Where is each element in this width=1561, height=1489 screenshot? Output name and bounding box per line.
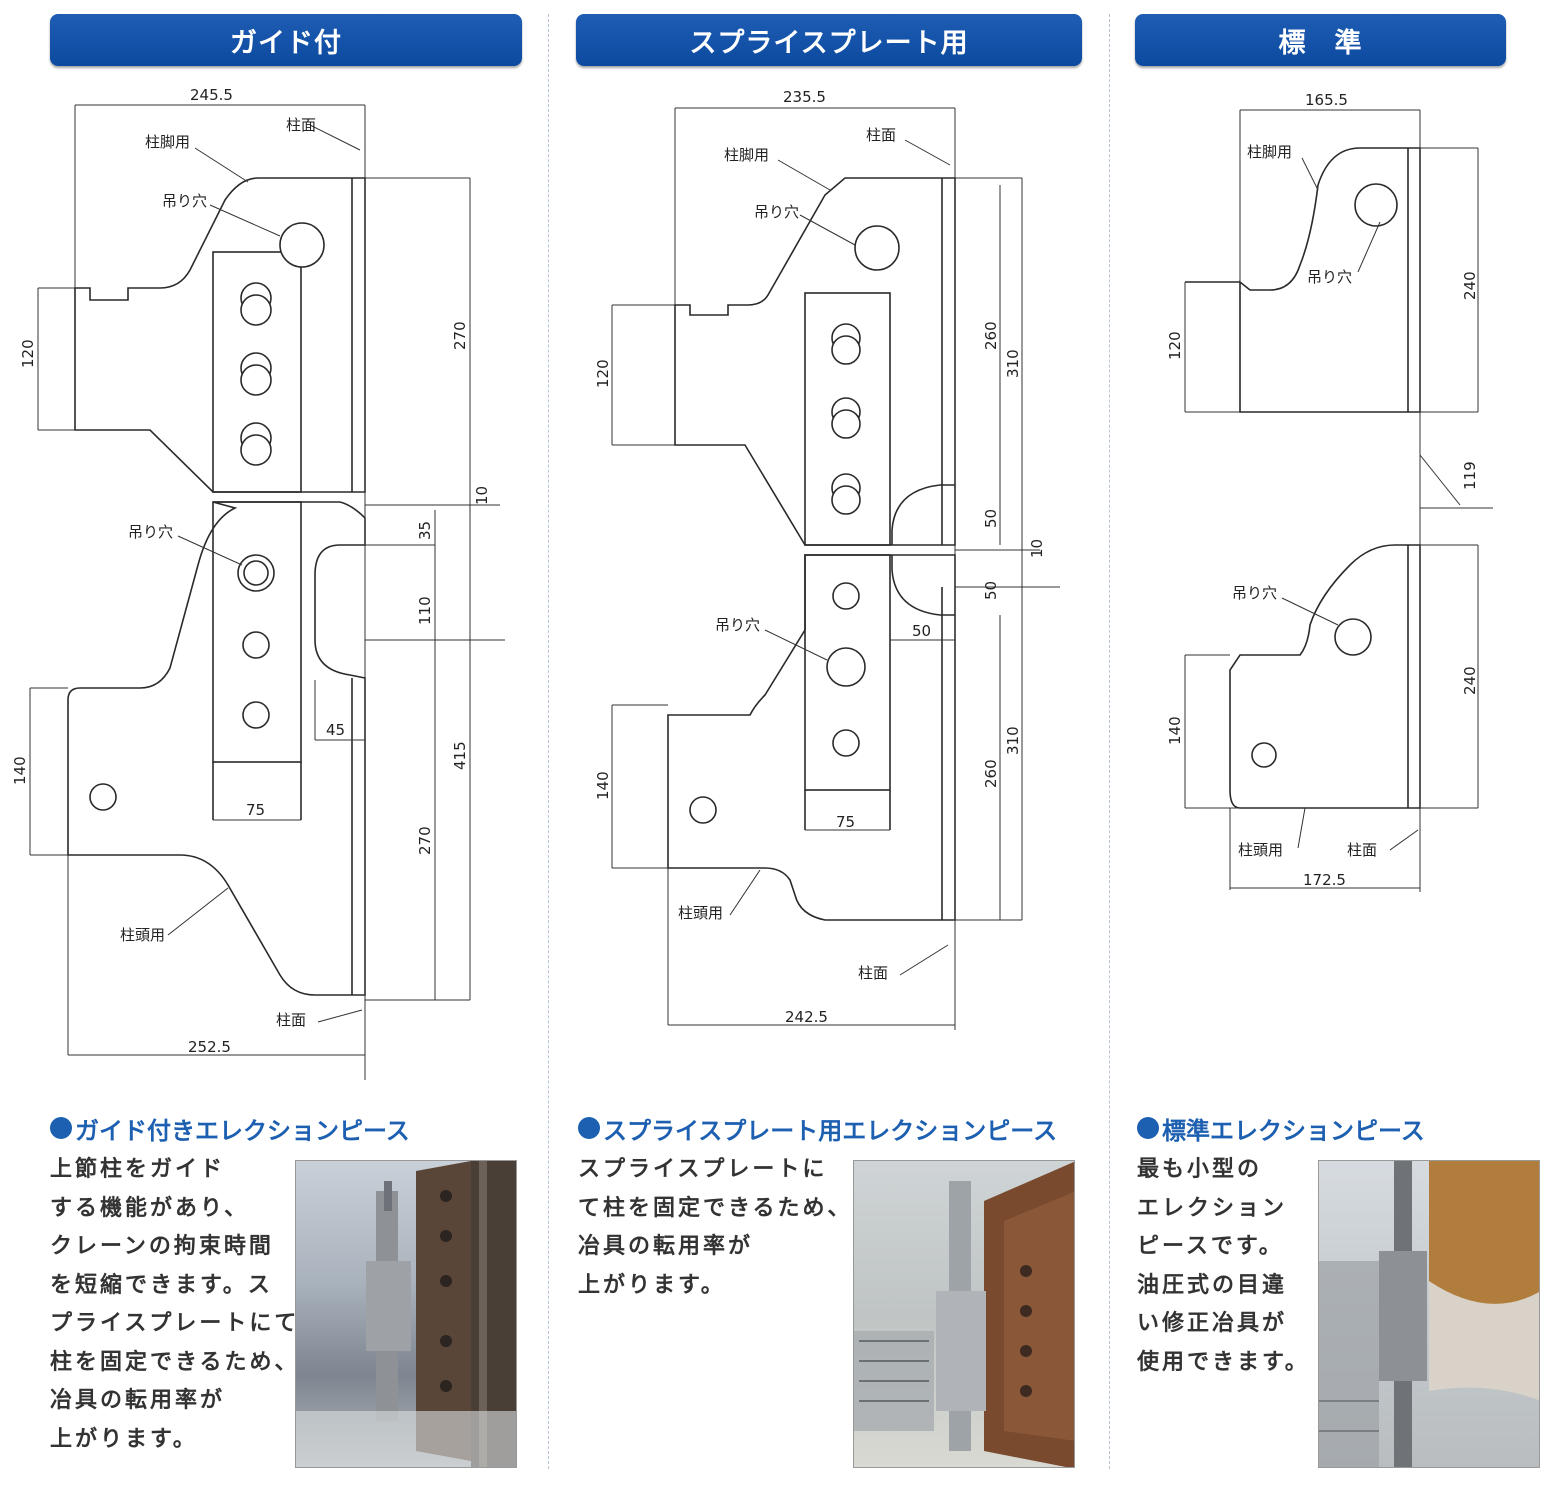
dim-splice-50a: 50 [982, 509, 1000, 528]
label-standard-hole-top: 吊り穴 [1307, 268, 1352, 286]
photo-splice [853, 1160, 1075, 1468]
dim-standard-top: 165.5 [1305, 91, 1348, 109]
label-splice-hole-top: 吊り穴 [754, 203, 799, 221]
section-title-guide-text: ガイド付きエレクションピース [75, 1116, 410, 1145]
dim-standard-140: 140 [1166, 716, 1184, 745]
description-line: プライスプレートにて [50, 1310, 300, 1336]
photo-standard [1318, 1160, 1540, 1468]
header-splice-plate: スプライスプレート用 [576, 14, 1082, 66]
label-splice-head: 柱頭用 [678, 904, 723, 922]
description-line: 柱を固定できるため、 [50, 1348, 300, 1375]
dim-splice-140: 140 [594, 771, 612, 800]
section-title-standard-text: 標準エレクションピース [1162, 1116, 1425, 1145]
section-title-splice: スプライスプレート用エレクションピース [578, 1108, 1057, 1148]
bullet-icon [1137, 1117, 1159, 1139]
dim-guide-45: 45 [326, 721, 345, 739]
dim-standard-119: 119 [1461, 461, 1479, 490]
label-guide-face-bottom: 柱面 [276, 1011, 306, 1029]
header-standard: 標 準 [1135, 14, 1506, 66]
technical-drawings: 245.5 120 140 270 10 35 110 415 270 45 7… [11, 86, 1493, 1080]
description-guide: 上節柱をガイド する機能があり、 クレーンの拘束時間 を短縮できます。ス プライ… [50, 1150, 300, 1458]
column-divider-1 [548, 14, 549, 1469]
dim-guide-415: 415 [451, 741, 469, 770]
description-line: て柱を固定できるため、 [578, 1194, 853, 1221]
description-line: 油圧式の目違 [1137, 1271, 1288, 1298]
label-standard-hole-bottom: 吊り穴 [1232, 584, 1277, 602]
description-line: エレクション [1137, 1194, 1288, 1221]
dim-standard-bottom: 172.5 [1303, 871, 1346, 889]
dim-splice-310a: 310 [1004, 349, 1022, 378]
dim-guide-120: 120 [19, 339, 37, 368]
dim-standard-240a: 240 [1461, 271, 1479, 300]
description-line: 冶具の転用率が [50, 1387, 226, 1413]
dim-standard-240b: 240 [1461, 666, 1479, 695]
description-line: を短縮できます。ス [50, 1271, 273, 1298]
drawing-guide: 245.5 120 140 270 10 35 110 415 270 45 7… [11, 86, 505, 1080]
description-line: スプライスプレートに [578, 1156, 828, 1182]
description-standard: 最も小型の エレクション ピースです。 油圧式の目違 い修正冶具が 使用できます… [1137, 1150, 1310, 1381]
description-line: い修正冶具が [1137, 1310, 1288, 1336]
dim-guide-10: 10 [473, 486, 491, 505]
photo-guide [295, 1160, 517, 1468]
label-standard-leg: 柱脚用 [1247, 143, 1292, 161]
dim-splice-50c: 50 [912, 622, 931, 640]
bullet-icon [50, 1117, 72, 1139]
dim-guide-140: 140 [11, 756, 29, 785]
label-guide-hole-bottom: 吊り穴 [128, 523, 173, 541]
description-splice: スプライスプレートに て柱を固定できるため、 冶具の転用率が 上がります。 [578, 1150, 853, 1304]
column-divider-2 [1109, 14, 1110, 1469]
dim-splice-10: 10 [1028, 539, 1046, 558]
description-line: 最も小型の [1137, 1156, 1263, 1182]
dim-splice-top: 235.5 [783, 88, 826, 106]
drawing-standard: 165.5 120 240 119 240 140 172.5 柱脚用 吊り穴 … [1166, 91, 1493, 892]
label-splice-face-top: 柱面 [866, 126, 896, 144]
dim-guide-35: 35 [416, 521, 434, 540]
description-line: 上がります。 [578, 1271, 726, 1298]
dim-guide-110: 110 [416, 596, 434, 625]
label-splice-face-bottom: 柱面 [858, 964, 888, 982]
description-line: 上がります。 [50, 1425, 198, 1452]
description-line: 上節柱をガイド [50, 1156, 226, 1182]
dim-splice-260a: 260 [982, 321, 1000, 350]
dim-guide-top: 245.5 [190, 86, 233, 104]
dim-guide-75: 75 [246, 801, 265, 819]
label-standard-face: 柱面 [1347, 841, 1377, 859]
dim-guide-270b: 270 [416, 826, 434, 855]
label-guide-leg: 柱脚用 [145, 133, 190, 151]
dim-splice-260b: 260 [982, 759, 1000, 788]
dim-guide-270a: 270 [451, 321, 469, 350]
label-standard-head: 柱頭用 [1238, 841, 1283, 859]
dim-guide-bottom: 252.5 [188, 1038, 231, 1056]
bullet-icon [578, 1117, 600, 1139]
header-guide: ガイド付 [50, 14, 522, 66]
label-guide-hole-top: 吊り穴 [162, 192, 207, 210]
dim-standard-120: 120 [1166, 331, 1184, 360]
label-splice-hole-bottom: 吊り穴 [715, 616, 760, 634]
dim-splice-310b: 310 [1004, 726, 1022, 755]
dim-splice-75: 75 [836, 813, 855, 831]
section-title-splice-text: スプライスプレート用エレクションピース [603, 1116, 1058, 1145]
dim-splice-bottom: 242.5 [785, 1008, 828, 1026]
label-guide-face-top: 柱面 [286, 116, 316, 134]
section-title-guide: ガイド付きエレクションピース [50, 1108, 410, 1148]
label-splice-leg: 柱脚用 [724, 146, 769, 164]
description-line: ピースです。 [1137, 1233, 1284, 1259]
dim-splice-120: 120 [594, 359, 612, 388]
label-guide-head: 柱頭用 [120, 926, 165, 944]
description-line: する機能があり、 [50, 1194, 250, 1221]
drawing-splice: 235.5 120 140 260 310 50 10 50 50 260 31… [594, 88, 1060, 1030]
section-title-standard: 標準エレクションピース [1137, 1108, 1425, 1148]
description-line: 冶具の転用率が [578, 1233, 754, 1259]
description-line: クレーンの拘束時間 [50, 1233, 274, 1259]
dim-splice-50b: 50 [982, 581, 1000, 600]
description-line: 使用できます。 [1137, 1348, 1310, 1375]
